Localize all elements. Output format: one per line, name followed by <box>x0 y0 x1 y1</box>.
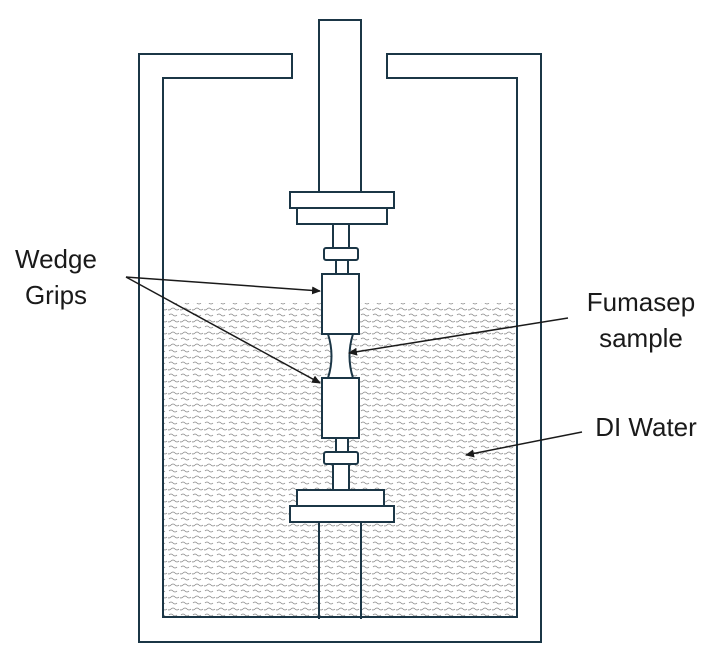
upper-rod <box>318 19 362 193</box>
lower-rod <box>318 522 362 619</box>
upper-wedge-grip <box>321 273 360 335</box>
wedge-grips-label: Wedge Grips <box>15 244 97 310</box>
tank-wall <box>138 53 542 643</box>
lower-connector-nut <box>323 451 359 465</box>
fumasep-sample-label: Fumasep sample <box>586 287 696 353</box>
wedge-grips-arrow-lower <box>125 276 321 384</box>
upper-connector-nut <box>323 247 359 261</box>
upper-connector-shaft <box>332 223 350 249</box>
di-water-label: DI Water <box>595 412 697 442</box>
lower-connector-shaft <box>332 463 350 491</box>
lower-flange-top <box>296 489 385 507</box>
lower-wedge-grip <box>321 377 360 439</box>
lower-connector-neck <box>335 437 349 453</box>
upper-connector-neck <box>335 259 349 275</box>
wedge-grips-arrow-upper <box>125 276 321 295</box>
lower-flange-bottom <box>289 505 395 523</box>
fumasep-sample-arrow <box>348 317 569 356</box>
upper-flange-top <box>289 191 395 209</box>
upper-flange-bottom <box>296 207 388 225</box>
fumasep-sample <box>326 333 355 379</box>
di-water-arrow <box>465 431 583 458</box>
